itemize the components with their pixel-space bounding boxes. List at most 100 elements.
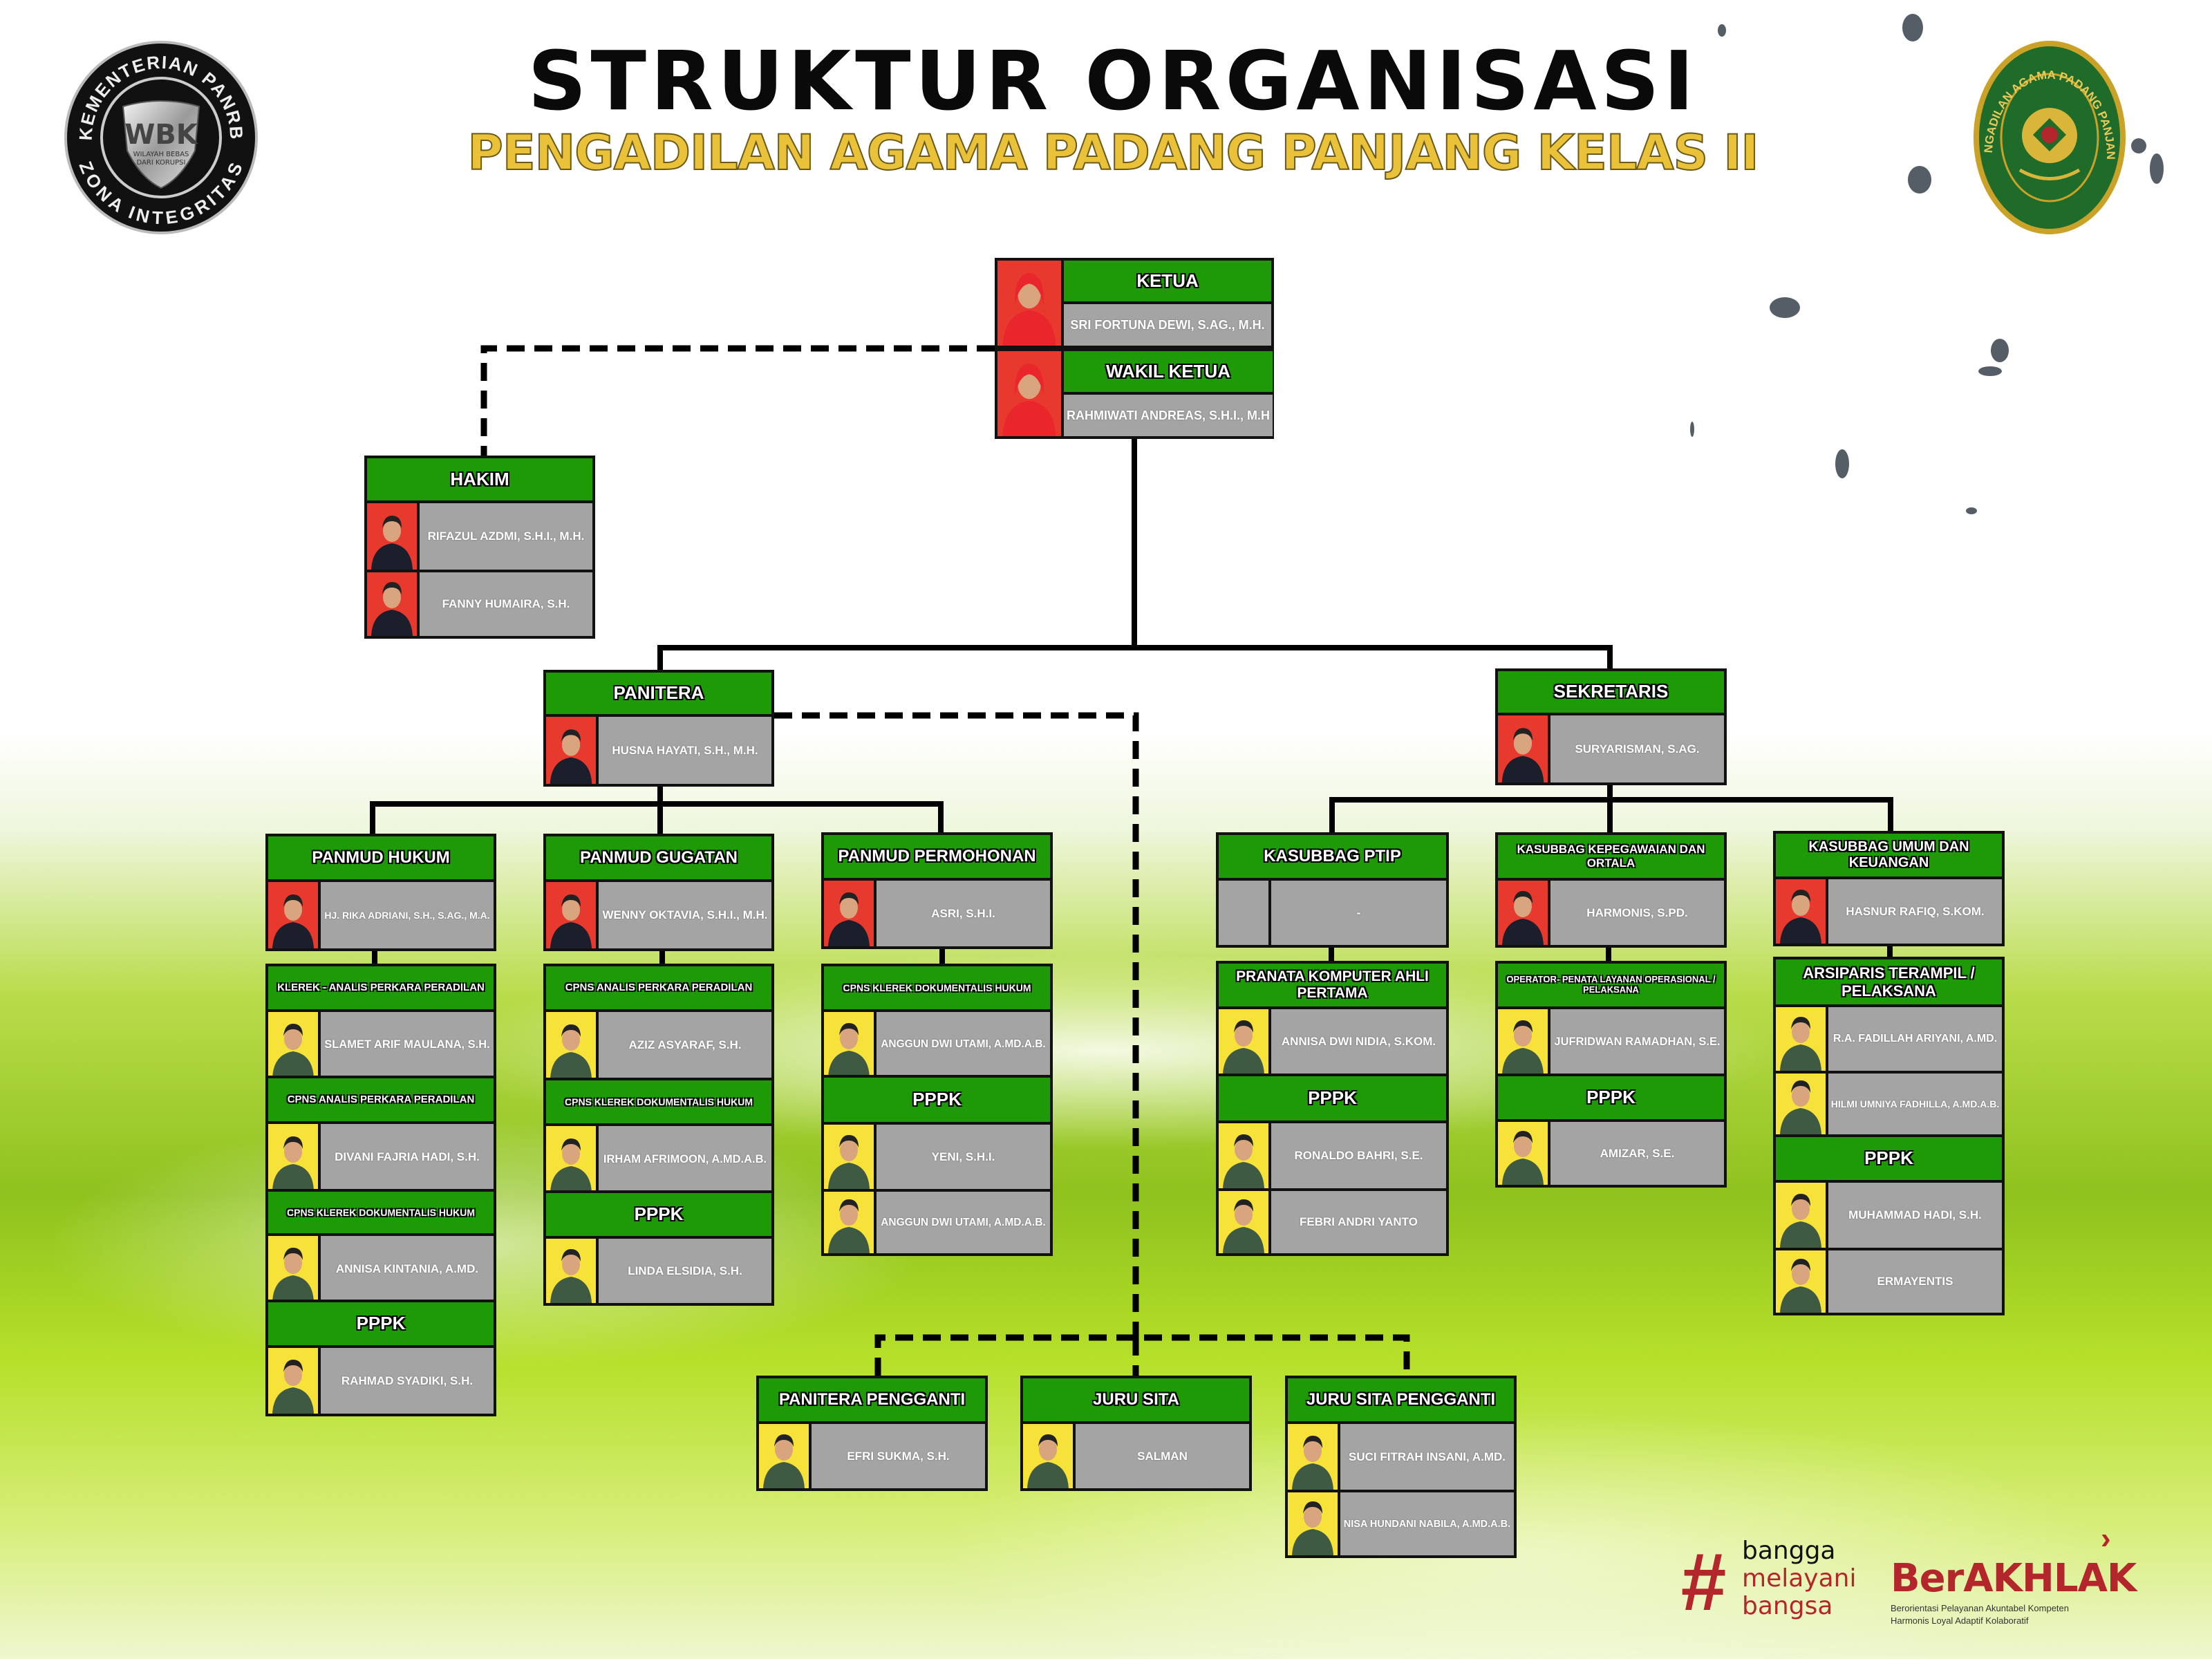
person-photo <box>1288 1424 1340 1490</box>
unit-arsiparis: ARSIPARIS TERAMPIL / PELAKSANA R.A. FADI… <box>1773 957 2005 1137</box>
unit-panmud-permohonan: PANMUD PERMOHONAN ASRI, S.H.I. <box>821 832 1053 949</box>
unit-pranata-komputer: PRANATA KOMPUTER AHLI PERTAMA ANNISA DWI… <box>1216 961 1449 1077</box>
bangga-text: bangga <box>1742 1537 1836 1565</box>
person-photo <box>268 1348 321 1414</box>
unit-title: CPNS KLEREK DOKUMENTALIS HUKUM <box>546 1080 771 1126</box>
member-row: HUSNA HAYATI, S.H., M.H. <box>546 717 771 784</box>
member-name: HUSNA HAYATI, S.H., M.H. <box>599 717 771 784</box>
unit-panmud-hukum: PANMUD HUKUM HJ. RIKA ADRIANI, S.H., S.A… <box>265 834 496 951</box>
member-row: RIFAZUL AZDMI, S.H.I., M.H. <box>367 503 592 570</box>
member-name: ANGGUN DWI UTAMI, A.MD.A.B. <box>877 1012 1050 1077</box>
member-row: ANNISA DWI NIDIA, S.KOM. <box>1219 1009 1446 1074</box>
unit-title: PANITERA <box>546 673 771 717</box>
person-photo <box>546 1239 599 1303</box>
unit-title: PPPK <box>1776 1137 2002 1183</box>
unit-title: KASUBBAG UMUM DAN KEUANGAN <box>1776 834 2002 879</box>
person-photo <box>1776 1250 1828 1313</box>
unit-title: KASUBBAG PTIP <box>1219 835 1446 881</box>
member-name: DIVANI FAJRIA HADI, S.H. <box>321 1124 494 1190</box>
member-row: SUCI FITRAH INSANI, A.MD. <box>1288 1424 1514 1490</box>
member-name: RAHMAD SYADIKI, S.H. <box>321 1348 494 1414</box>
member-name: ANNISA DWI NIDIA, S.KOM. <box>1271 1009 1446 1074</box>
member-row: FANNY HUMAIRA, S.H. <box>367 570 592 636</box>
member-name: HILMI UMNIYA FADHILLA, A.MD.A.B. <box>1828 1074 2002 1134</box>
member-row: ERMAYENTIS <box>1776 1248 2002 1313</box>
unit-title: HAKIM <box>367 458 592 503</box>
member-name: ASRI, S.H.I. <box>877 881 1050 946</box>
member-row: MUHAMMAD HADI, S.H. <box>1776 1183 2002 1248</box>
unit-cpns-analis-b: CPNS ANALIS PERKARA PERADILAN AZIZ ASYAR… <box>543 964 774 1081</box>
unit-sekretaris: SEKRETARIS SURYARISMAN, S.AG. <box>1495 668 1727 785</box>
person-photo <box>1219 1009 1271 1074</box>
member-name: RONALDO BAHRI, S.E. <box>1271 1123 1446 1188</box>
unit-cpns-analis-a: CPNS ANALIS PERKARA PERADILAN DIVANI FAJ… <box>265 1076 496 1193</box>
berakhlak-tagline-2: Harmonis Loyal Adaptif Kolaboratif <box>1891 1615 2029 1626</box>
member-name: FEBRI ANDRI YANTO <box>1271 1191 1446 1253</box>
unit-title: PPPK <box>824 1078 1050 1125</box>
member-row: AMIZAR, S.E. <box>1498 1122 1724 1185</box>
member-name: MUHAMMAD HADI, S.H. <box>1828 1183 2002 1248</box>
member-name: SUCI FITRAH INSANI, A.MD. <box>1340 1424 1514 1490</box>
unit-juru-sita-pengganti: JURU SITA PENGGANTI SUCI FITRAH INSANI, … <box>1285 1376 1517 1558</box>
person-photo <box>268 1124 321 1190</box>
unit-title: PANMUD PERMOHONAN <box>824 835 1050 881</box>
person-photo <box>1498 1009 1550 1074</box>
person-photo <box>824 1012 877 1077</box>
member-row: ASRI, S.H.I. <box>824 881 1050 946</box>
unit-title: JURU SITA <box>1023 1378 1249 1424</box>
member-name: ANGGUN DWI UTAMI, A.MD.A.B. <box>877 1192 1050 1253</box>
member-name: R.A. FADILLAH ARIYANI, A.MD. <box>1828 1007 2002 1071</box>
unit-klerek-analis-a: KLEREK - ANALIS PERKARA PERADILAN SLAMET… <box>265 964 496 1080</box>
bangga-melayani-bangsa-logo: # bangga melayani bangsa <box>1680 1537 1873 1624</box>
member-row: RONALDO BAHRI, S.E. <box>1219 1123 1446 1188</box>
member-row: JUFRIDWAN RAMADHAN, S.E. <box>1498 1009 1724 1074</box>
unit-title: CPNS ANALIS PERKARA PERADILAN <box>546 966 771 1012</box>
unit-title: ARSIPARIS TERAMPIL / PELAKSANA <box>1776 959 2002 1007</box>
unit-title: CPNS ANALIS PERKARA PERADILAN <box>268 1078 494 1124</box>
member-row: R.A. FADILLAH ARIYANI, A.MD. <box>1776 1007 2002 1071</box>
unit-title: SEKRETARIS <box>1498 671 1724 715</box>
unit-kasubbag-kepegawaian: KASUBBAG KEPEGAWAIAN DAN ORTALA HARMONIS… <box>1495 832 1727 948</box>
member-name: HARMONIS, S.PD. <box>1550 881 1724 945</box>
person-photo <box>997 351 1064 436</box>
unit-title: KETUA <box>1064 261 1271 304</box>
member-row: ANGGUN DWI UTAMI, A.MD.A.B. <box>824 1189 1050 1253</box>
unit-title: OPERATOR- PENATA LAYANAN OPERASIONAL / P… <box>1498 964 1724 1009</box>
member-row: NISA HUNDANI NABILA, A.MD.A.B. <box>1288 1490 1514 1555</box>
member-name: HJ. RIKA ADRIANI, S.H., S.AG., M.A. <box>321 882 494 948</box>
member-row: LINDA ELSIDIA, S.H. <box>546 1239 771 1303</box>
member-name: RAHMIWATI ANDREAS, S.H.I., M.H <box>1064 395 1273 436</box>
member-row: WENNY OKTAVIA, S.H.I., M.H. <box>546 882 771 948</box>
unit-cpns-klerek-a: CPNS KLEREK DOKUMENTALIS HUKUM ANNISA KI… <box>265 1189 496 1304</box>
member-row: ANGGUN DWI UTAMI, A.MD.A.B. <box>824 1012 1050 1077</box>
member-row: RAHMAD SYADIKI, S.H. <box>268 1348 494 1414</box>
member-row: HARMONIS, S.PD. <box>1498 881 1724 945</box>
unit-title: JURU SITA PENGGANTI <box>1288 1378 1514 1424</box>
unit-juru-sita: JURU SITA SALMAN <box>1020 1376 1252 1491</box>
person-photo <box>546 1126 599 1192</box>
person-photo <box>367 503 420 570</box>
berakhlak-tagline-1: Berorientasi Pelayanan Akuntabel Kompete… <box>1891 1603 2070 1613</box>
person-photo <box>1288 1492 1340 1555</box>
svg-text:DARI KORUPSI: DARI KORUPSI <box>137 159 186 167</box>
unit-panmud-gugatan: PANMUD GUGATAN WENNY OKTAVIA, S.H.I., M.… <box>543 834 774 951</box>
unit-wakil-ketua: WAKIL KETUA RAHMIWATI ANDREAS, S.H.I., M… <box>995 348 1274 439</box>
unit-kasubbag-ptip: KASUBBAG PTIP - <box>1216 832 1449 948</box>
unit-title: CPNS KLEREK DOKUMENTALIS HUKUM <box>268 1192 494 1236</box>
member-row: HILMI UMNIYA FADHILLA, A.MD.A.B. <box>1776 1071 2002 1134</box>
person-photo <box>1776 1183 1828 1248</box>
member-row: SLAMET ARIF MAULANA, S.H. <box>268 1012 494 1078</box>
person-photo <box>546 717 599 784</box>
person-photo <box>1498 1122 1550 1185</box>
unit-title: PPPK <box>268 1302 494 1348</box>
member-name: AMIZAR, S.E. <box>1550 1122 1724 1185</box>
person-photo <box>824 881 877 946</box>
person-photo <box>546 1012 599 1078</box>
member-name: YENI, S.H.I. <box>877 1125 1050 1189</box>
member-row: IRHAM AFRIMOON, A.MD.A.B. <box>546 1126 771 1192</box>
unit-hakim: HAKIM RIFAZUL AZDMI, S.H.I., M.H. FANNY … <box>364 456 595 639</box>
person-photo <box>268 1012 321 1078</box>
unit-cpns-klerek-c: CPNS KLEREK DOKUMENTALIS HUKUM ANGGUN DW… <box>821 964 1053 1080</box>
person-photo <box>268 882 321 948</box>
